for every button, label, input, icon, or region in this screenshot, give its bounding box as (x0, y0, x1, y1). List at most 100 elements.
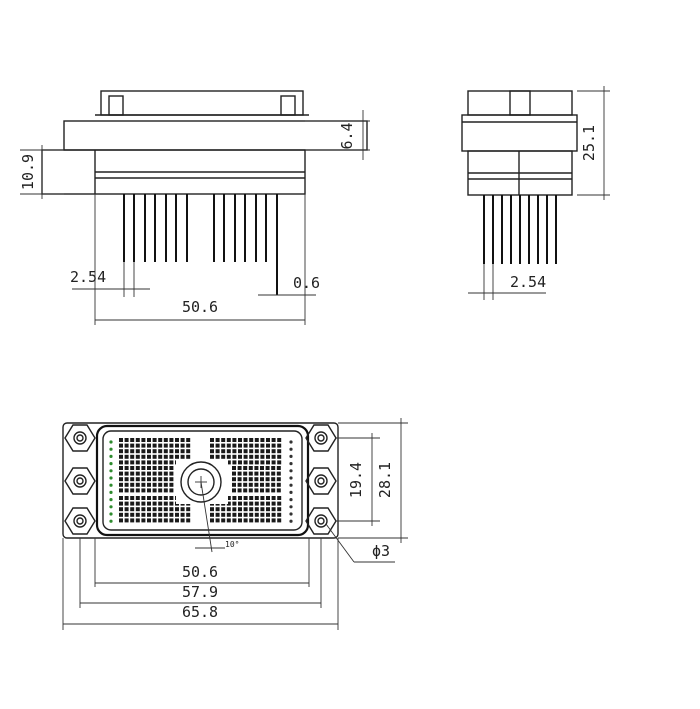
contact-cell (119, 501, 123, 506)
row-marker-dot (109, 490, 113, 494)
contact-cell (152, 466, 157, 470)
contact-cell (254, 443, 259, 448)
contact-cell (277, 460, 282, 465)
contact-cell (266, 438, 270, 442)
dim-pin-pitch: 2.54 (70, 268, 106, 286)
contact-cell (254, 466, 259, 470)
contact-cell (135, 496, 140, 500)
contact-cell (147, 496, 151, 500)
contact-cell (260, 496, 265, 500)
contact-cell (249, 496, 254, 500)
contact-cell (135, 460, 140, 465)
center-contact-outer (180, 461, 222, 503)
row-marker-dot (109, 469, 113, 473)
contact-cell (266, 496, 270, 500)
contact-cell (238, 507, 242, 512)
contact-cell (141, 460, 146, 465)
contact-cell (243, 488, 248, 493)
contact-cell (243, 518, 248, 523)
contact-cell (147, 482, 151, 487)
contact-cell (254, 460, 259, 465)
contact-cell (210, 438, 214, 442)
contact-cell (130, 454, 135, 459)
contact-cell (180, 454, 185, 459)
contact-cell (271, 443, 276, 448)
front-cap-right-boss (280, 95, 296, 116)
contact-cell (169, 482, 174, 487)
contact-cell (271, 460, 276, 465)
dim-body-width: 50.6 (182, 298, 218, 316)
contact-cell (147, 477, 151, 482)
contact-cell (266, 454, 270, 459)
contact-cell (147, 507, 151, 512)
contact-cell (169, 471, 174, 476)
contact-cell (152, 518, 157, 523)
contact-cell (124, 460, 129, 465)
contact-cell (135, 454, 140, 459)
dim-flange-height: 28.1 (376, 462, 394, 498)
side-flange (461, 114, 578, 152)
contact-cell (243, 438, 248, 442)
row-marker-dot (109, 447, 113, 451)
side-top-cap (467, 90, 573, 116)
contact-cell (221, 507, 226, 512)
contact-cell (152, 449, 157, 454)
contact-cell (124, 477, 129, 482)
contact-cell (180, 449, 185, 454)
contact-cell (130, 466, 135, 470)
contact-cell (124, 501, 129, 506)
contact-cell (232, 512, 237, 517)
contact-cell (119, 460, 123, 465)
contact-cell (180, 438, 185, 442)
contact-cell (232, 466, 236, 470)
contact-cell (265, 471, 270, 476)
contact-cell (135, 443, 140, 448)
contact-cell (232, 438, 237, 442)
bottom-insert-inner (102, 430, 303, 531)
row-marker-dot (109, 505, 113, 509)
contact-cell (158, 482, 163, 487)
contact-cell (248, 471, 253, 476)
contact-cell (163, 482, 168, 487)
contact-row-markers (109, 440, 293, 523)
contact-cell (249, 518, 254, 523)
contact-cell (169, 488, 174, 493)
contact-cell (163, 507, 168, 512)
row-marker-dot (109, 512, 113, 516)
contact-cell (141, 443, 146, 448)
contact-cell (271, 466, 276, 470)
contact-cell (119, 507, 123, 512)
contact-cell (210, 449, 214, 454)
contact-cell (124, 438, 129, 442)
contact-cell (243, 477, 248, 482)
contact-cell (248, 482, 253, 487)
contact-cell (169, 477, 174, 482)
contact-cell (130, 488, 135, 493)
row-marker-dot (289, 519, 293, 523)
contact-cell (169, 518, 174, 523)
contact-cell (119, 512, 123, 517)
contact-cell (238, 454, 242, 459)
contact-cell (141, 488, 146, 493)
contact-cell (226, 496, 231, 500)
contact-cell (130, 460, 135, 465)
contact-cell (276, 471, 281, 476)
contact-cell (237, 482, 242, 487)
contact-cell (210, 512, 214, 517)
contact-cell (248, 466, 253, 470)
contact-cell (158, 471, 163, 476)
contact-cell (130, 512, 135, 517)
side-view: 25.1 2.54 (461, 86, 610, 300)
dim-total-height: 25.1 (580, 125, 598, 161)
contact-cell (249, 460, 254, 465)
contact-cell (260, 507, 265, 512)
bottom-view: 10° 19.4 28.1 ϕ3 50.6 57.9 65.8 (62, 418, 408, 630)
contact-cell (119, 477, 123, 482)
contact-cell (249, 512, 254, 517)
contact-cell (221, 438, 226, 442)
contact-cell (260, 482, 264, 487)
contact-cell (249, 501, 254, 506)
dim-hole-diameter: ϕ3 (372, 542, 390, 560)
contact-cell (276, 477, 281, 482)
contact-cell (135, 507, 140, 512)
